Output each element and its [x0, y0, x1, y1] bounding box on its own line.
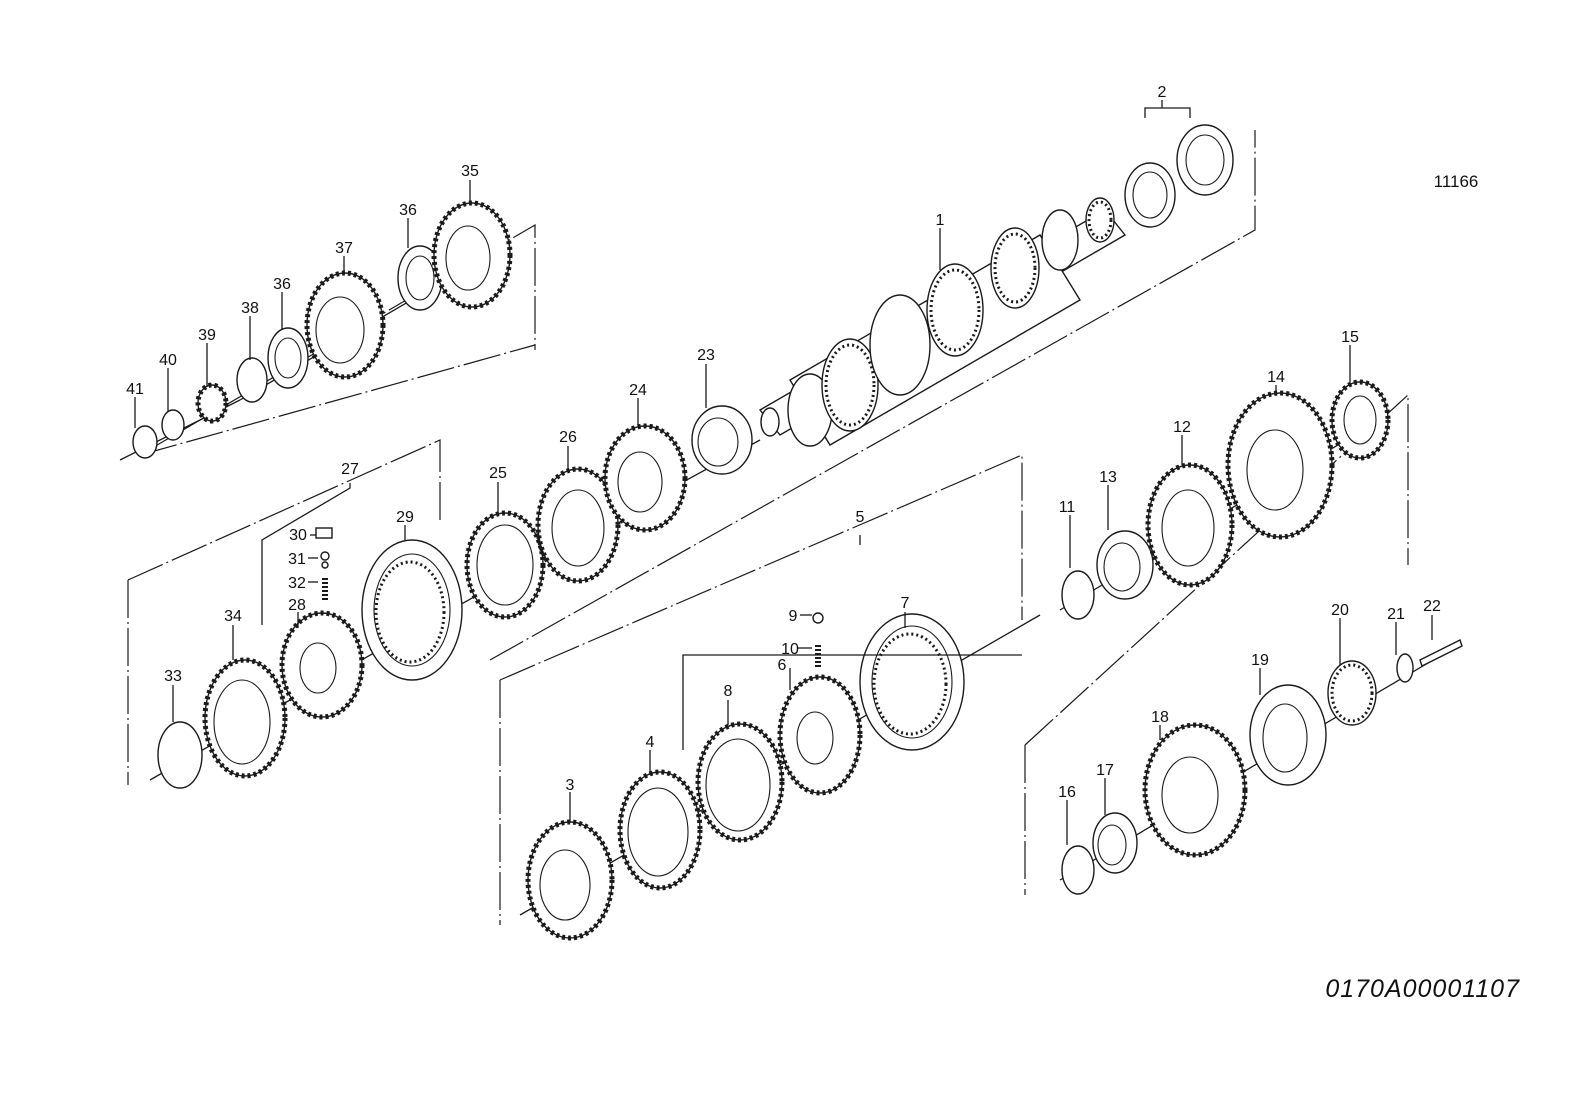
callout-23: 23 [697, 347, 715, 364]
callout-17: 17 [1096, 762, 1114, 779]
callout-41: 41 [126, 381, 144, 398]
callout-10: 10 [781, 641, 799, 658]
callout-2: 2 [1158, 84, 1167, 101]
callout-14: 14 [1267, 369, 1285, 386]
callout-33: 33 [164, 668, 182, 685]
document-code: 0170A00001107 [1325, 975, 1520, 1003]
callout-16: 16 [1058, 784, 1076, 801]
callout-35: 35 [461, 163, 479, 180]
centre-parts [525, 612, 965, 941]
callout-30: 30 [289, 527, 307, 544]
callout-18: 18 [1151, 709, 1169, 726]
callout-36: 36 [399, 202, 417, 219]
callout-8: 8 [724, 683, 733, 700]
callout-26: 26 [559, 429, 577, 446]
callout-1: 1 [936, 212, 945, 229]
callout-20: 20 [1331, 602, 1349, 619]
callout-22: 22 [1423, 598, 1441, 615]
callout-31: 31 [288, 551, 306, 568]
callout-19: 19 [1251, 652, 1269, 669]
main-shaft [758, 197, 1127, 447]
callout-36-second: 36 [273, 276, 291, 293]
top-left-parts [132, 200, 513, 459]
callout-15: 15 [1341, 329, 1359, 346]
callout-13: 13 [1099, 469, 1117, 486]
drawing-number: 11166 [1434, 172, 1479, 191]
callout-38: 38 [241, 300, 259, 317]
callout-9: 9 [789, 608, 798, 625]
callout-29: 29 [396, 509, 414, 526]
callout-24: 24 [629, 382, 647, 399]
callout-40: 40 [159, 352, 177, 369]
callout-11: 11 [1059, 499, 1076, 516]
bracket-lines [127, 130, 1409, 925]
callout-25: 25 [489, 465, 507, 482]
callout-32: 32 [288, 575, 306, 592]
callout-21: 21 [1387, 606, 1405, 623]
callout-4: 4 [646, 734, 655, 751]
callout-5: 5 [856, 509, 865, 526]
callout-12: 12 [1173, 419, 1191, 436]
callout-3: 3 [566, 777, 575, 794]
callout-27: 27 [341, 461, 359, 478]
left-middle-parts [157, 405, 753, 789]
bearing-2 [1124, 124, 1234, 228]
callout-labels: 1 2 3 4 5 6 7 8 9 10 11 12 13 14 15 16 1… [126, 84, 1441, 801]
callout-6: 6 [778, 657, 787, 674]
right-upper-parts [1061, 379, 1391, 620]
callout-34: 34 [224, 608, 242, 625]
leader-lines [134, 100, 1433, 845]
callout-28: 28 [288, 597, 306, 614]
callout-7: 7 [901, 595, 910, 612]
right-lower-parts [1061, 639, 1463, 895]
callout-39: 39 [198, 327, 216, 344]
callout-37: 37 [335, 240, 353, 257]
